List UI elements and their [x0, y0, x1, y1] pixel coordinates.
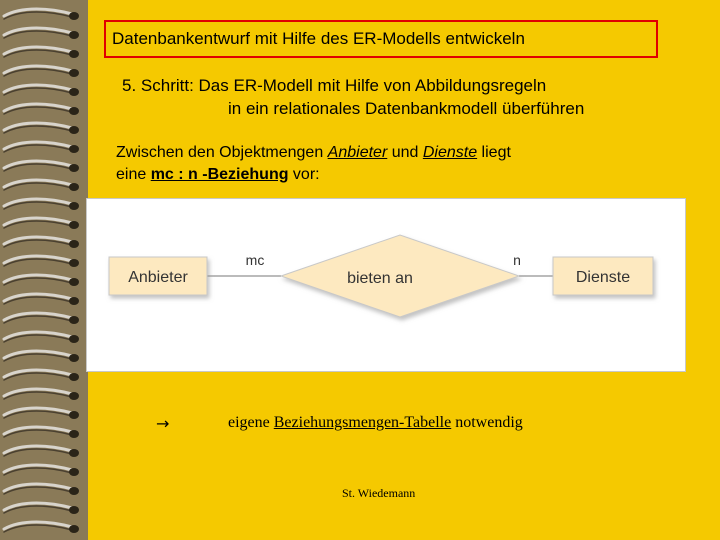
binding-ring — [2, 26, 79, 39]
entity-anbieter-ref: Anbieter — [327, 144, 388, 161]
entity-anbieter — [108, 256, 208, 296]
binding-ring — [2, 463, 79, 476]
binding-ring — [2, 425, 79, 438]
er-diagram-canvas: Anbieter bieten an Dienste mc n — [108, 234, 654, 318]
desc-line2-suffix: vor: — [288, 166, 320, 183]
binding-ring — [2, 83, 79, 96]
binding-ring — [2, 368, 79, 381]
binding-ring — [2, 216, 79, 229]
binding-ring — [2, 140, 79, 153]
binding-ring — [2, 159, 79, 172]
entity-dienste-ref: Dienste — [422, 144, 478, 161]
entity-dienste-label: Dienste — [576, 269, 630, 286]
relation-type: mc : n -Beziehung — [150, 166, 289, 183]
binding-ring — [2, 7, 79, 20]
slide-title: Datenbankentwurf mit Hilfe des ER-Modell… — [104, 20, 658, 58]
binding-ring — [2, 406, 79, 419]
binding-ring — [2, 102, 79, 115]
relationship-label: bieten an — [347, 270, 413, 287]
binding-ring — [2, 330, 79, 343]
binding-ring — [2, 501, 79, 514]
desc-suffix: liegt — [477, 144, 511, 161]
desc-prefix: Zwischen den Objektmengen — [116, 144, 328, 161]
binding-ring — [2, 121, 79, 134]
cardinality-right: n — [513, 252, 521, 268]
binding-ring — [2, 235, 79, 248]
binding-ring — [2, 197, 79, 210]
binding-ring — [2, 349, 79, 362]
entity-anbieter-label: Anbieter — [128, 269, 188, 286]
description-line1: Zwischen den Objektmengen Anbieter und D… — [116, 144, 511, 162]
description-line2: eine mc : n -Beziehung vor: — [116, 166, 320, 184]
desc-and: und — [387, 144, 423, 161]
conclusion-prefix: eigene — [228, 414, 274, 431]
binding-ring — [2, 387, 79, 400]
binding-ring — [2, 273, 79, 286]
binding-ring — [2, 254, 79, 267]
binding-ring — [2, 45, 79, 58]
step-heading-line1: 5. Schritt: Das ER-Modell mit Hilfe von … — [122, 76, 547, 95]
relationship-diamond — [279, 234, 521, 318]
conclusion-text: eigene Beziehungsmengen-Tabelle notwendi… — [228, 414, 523, 432]
spiral-rings — [2, 7, 79, 533]
notebook-binding — [0, 0, 88, 540]
conclusion-emphasis: Beziehungsmengen-Tabelle — [273, 414, 452, 431]
er-diagram: Anbieter bieten an Dienste mc n — [86, 198, 686, 372]
cardinality-left: mc — [246, 252, 265, 268]
binding-ring — [2, 292, 79, 305]
step-heading-line2: in ein relationales Datenbankmodell über… — [228, 99, 585, 118]
binding-ring — [2, 178, 79, 191]
desc-line2-prefix: eine — [116, 166, 151, 183]
binding-ring — [2, 64, 79, 77]
binding-ring — [2, 311, 79, 324]
author-footer: St. Wiedemann — [342, 486, 416, 500]
conclusion-suffix: notwendig — [451, 414, 523, 431]
binding-ring — [2, 444, 79, 457]
binding-ring — [2, 520, 79, 533]
entity-dienste — [552, 256, 654, 296]
binding-ring — [2, 482, 79, 495]
arrow-right-icon: → — [156, 414, 170, 433]
